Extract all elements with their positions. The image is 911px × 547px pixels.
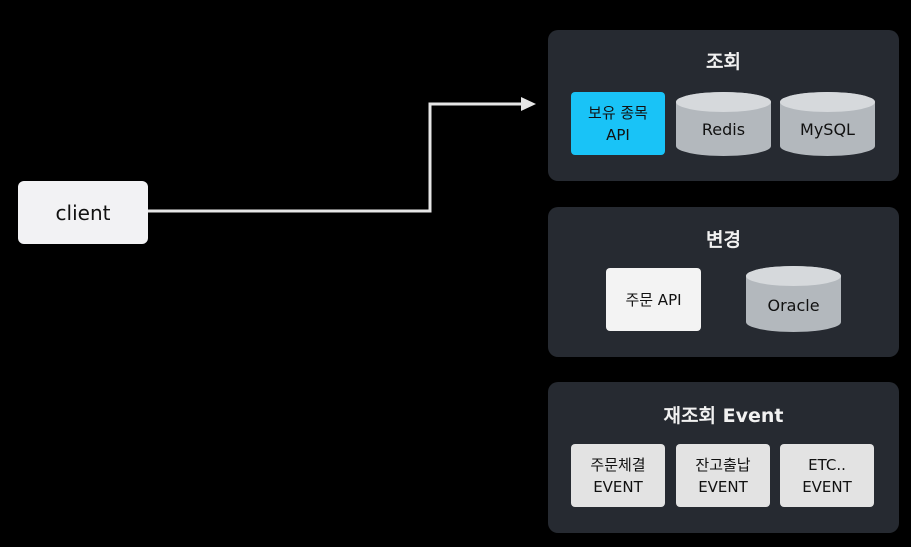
change-panel: 변경 주문 API Oracle (548, 207, 899, 357)
balance-event-label: 잔고출납 EVENT (695, 455, 751, 496)
event-panel-title: 재조회 Event (663, 405, 784, 427)
order-api-label: 주문 API (625, 290, 682, 309)
mysql-label: MySQL (800, 120, 855, 139)
change-panel-title: 변경 (706, 229, 741, 251)
holdings-api-box: 보유 종목 API (571, 92, 665, 155)
query-panel: 조회 보유 종목 API Redis MySQL (548, 30, 899, 181)
query-panel-title: 조회 (706, 51, 741, 73)
oracle-database: Oracle (746, 265, 841, 332)
etc-event-box: ETC.. EVENT (780, 444, 874, 507)
redis-database: Redis (676, 91, 771, 156)
order-fill-event-label: 주문체결 EVENT (590, 455, 646, 496)
redis-label: Redis (701, 120, 746, 139)
mysql-database: MySQL (780, 91, 875, 156)
client-node: client (18, 181, 148, 244)
oracle-label: Oracle (767, 296, 820, 315)
order-fill-event-box: 주문체결 EVENT (571, 444, 665, 507)
client-label: client (55, 200, 111, 225)
order-api-box: 주문 API (606, 268, 701, 331)
holdings-api-label: 보유 종목 API (588, 103, 648, 144)
etc-event-label: ETC.. EVENT (802, 455, 852, 496)
balance-event-box: 잔고출납 EVENT (676, 444, 770, 507)
event-panel: 재조회 Event 주문체결 EVENT 잔고출납 EVENT ETC.. EV… (548, 382, 899, 533)
